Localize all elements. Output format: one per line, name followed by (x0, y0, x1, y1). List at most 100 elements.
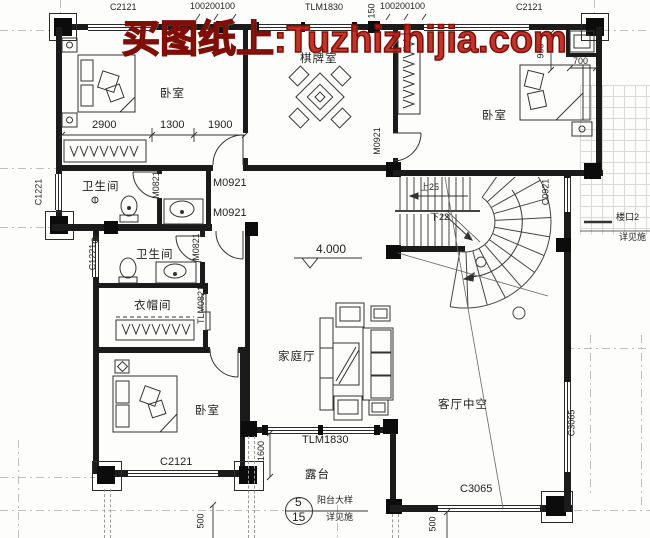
dimension-lines (58, 13, 600, 538)
wall (56, 210, 62, 219)
window-c0921 (564, 178, 571, 212)
wall (200, 231, 205, 237)
wall (218, 470, 249, 477)
wall (238, 347, 248, 353)
column-outline (92, 461, 122, 491)
wall (157, 198, 162, 226)
wall (243, 158, 248, 168)
wardrobe-symbol (63, 139, 147, 163)
dim-label: 500 (427, 516, 438, 532)
window-c1221-lower (92, 241, 99, 277)
dim-label: 1300 (160, 119, 185, 131)
window-code: C2121 (516, 2, 543, 12)
window-c3065-bottom (438, 505, 540, 512)
door-post (318, 425, 323, 435)
wall (240, 353, 245, 471)
stair-note: 楼口2 (616, 212, 640, 222)
door-code: M0921 (213, 207, 247, 219)
window-c1221-upper (55, 174, 62, 210)
room-label-family: 家庭厅 (278, 351, 316, 363)
stair-down-label: 下22 (430, 212, 450, 222)
wall (58, 165, 213, 171)
grid-axis-line (0, 168, 56, 169)
wall (56, 27, 62, 174)
projection-line (110, 489, 111, 538)
window-c2121-top-right (424, 24, 529, 31)
wall (596, 27, 602, 176)
grid-axis-line (0, 477, 95, 478)
dim-chain: 100200100 (380, 1, 426, 11)
room-label-bedroom-tl: 卧室 (160, 88, 185, 100)
wall (200, 262, 205, 286)
column-outline (541, 491, 573, 523)
window-code: C3065 (566, 409, 577, 437)
column-outline (581, 13, 609, 41)
stairs-arrows (408, 189, 523, 282)
wall (393, 246, 465, 252)
wardrobe-symbol (115, 316, 195, 341)
dim-label: 500 (195, 513, 206, 529)
room-label-living: 客厅中空 (438, 399, 488, 411)
wall (203, 286, 208, 294)
sofa-set-symbol (319, 302, 394, 421)
column (216, 21, 228, 33)
bed-symbol (519, 64, 593, 137)
sink-symbol (163, 198, 204, 225)
window-code: C2121 (110, 2, 137, 12)
grid-axis-line (60, 0, 61, 18)
wall (243, 165, 250, 171)
window-c2121-bottom-left (128, 470, 218, 477)
wardrobe-symbol (397, 33, 421, 115)
dim-chain: 100200100 (190, 1, 236, 11)
door-code: M0821 (150, 171, 161, 199)
wall (393, 27, 398, 133)
wall (564, 171, 571, 178)
watermark-text: 买图纸上:Tuzhizhijia.com (121, 18, 567, 62)
column (383, 419, 398, 434)
wall (566, 53, 598, 57)
grid-axis-line (0, 510, 285, 511)
wall (390, 433, 396, 512)
grid-axis-line (0, 227, 50, 228)
window-code: C2121 (160, 456, 193, 468)
detail-number-top: 5 (295, 495, 302, 509)
toilet-symbol (91, 236, 138, 284)
room-label-bedroom-tr: 卧室 (482, 110, 507, 122)
wall (93, 231, 99, 241)
wall (99, 283, 208, 288)
column (97, 466, 115, 484)
column (241, 421, 257, 437)
door-code: TLM0821 (196, 285, 207, 324)
grid-axis-line (590, 335, 591, 495)
column (546, 496, 566, 516)
window-code: C1221 (33, 178, 44, 206)
wall (566, 30, 570, 57)
grid-axis-line (337, 505, 338, 538)
window-c2121-top-left (88, 24, 153, 31)
grid-axis-line (594, 0, 595, 14)
door-code: TLM1830 (305, 2, 344, 12)
door-code: M0921 (213, 177, 247, 189)
detail-note: 详见施 (326, 512, 354, 522)
stairs-symbol (395, 177, 552, 320)
dim-label: 700 (573, 56, 589, 66)
wall (206, 169, 211, 226)
window-code: C3065 (460, 483, 493, 495)
room-label-bedroom-bl: 卧室 (195, 405, 220, 417)
wall (152, 24, 258, 30)
column (245, 222, 258, 236)
hatch-region (580, 85, 650, 235)
projection-line (254, 436, 255, 538)
door-code: M0821 (190, 233, 201, 261)
room-label-terrace: 露台 (305, 469, 330, 481)
wall (243, 27, 248, 133)
door-post (374, 425, 380, 435)
column-outline (49, 13, 77, 41)
door-post (352, 22, 357, 32)
door-swing (132, 132, 422, 378)
grid-axis-line (18, 440, 19, 538)
level-marker (294, 257, 362, 269)
wall (352, 24, 425, 30)
